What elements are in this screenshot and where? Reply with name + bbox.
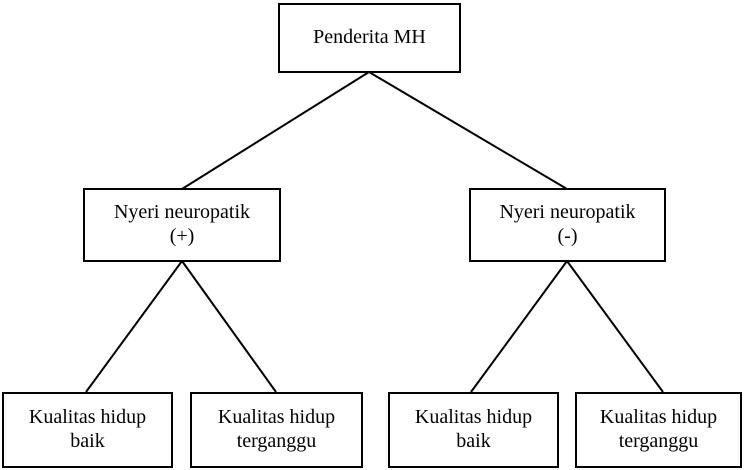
node-kualitas-hidup-baik-2: Kualitas hidup baik — [388, 392, 559, 468]
edge-pain-positive-to-qol-impaired — [181, 260, 277, 393]
node-nyeri-neuropatik-positive: Nyeri neuropatik (+) — [83, 188, 281, 262]
node-kualitas-hidup-terganggu-1-label: Kualitas hidup terganggu — [217, 406, 336, 452]
node-kualitas-hidup-baik-1-label: Kualitas hidup baik — [28, 406, 147, 452]
edge-pain-negative-to-qol-good — [470, 260, 568, 393]
node-nyeri-neuropatik-negative: Nyeri neuropatik (-) — [469, 188, 666, 262]
node-nyeri-neuropatik-negative-label: Nyeri neuropatik (-) — [499, 201, 636, 247]
node-kualitas-hidup-baik-1: Kualitas hidup baik — [2, 392, 173, 468]
edge-root-to-pain-negative — [368, 71, 568, 190]
node-kualitas-hidup-baik-2-label: Kualitas hidup baik — [414, 406, 533, 452]
node-kualitas-hidup-terganggu-2: Kualitas hidup terganggu — [575, 392, 742, 468]
node-kualitas-hidup-terganggu-1: Kualitas hidup terganggu — [190, 392, 363, 468]
edge-pain-negative-to-qol-impaired — [566, 260, 664, 393]
node-nyeri-neuropatik-positive-label: Nyeri neuropatik (+) — [113, 201, 251, 247]
node-kualitas-hidup-terganggu-2-label: Kualitas hidup terganggu — [599, 406, 718, 452]
node-penderita-mh: Penderita MH — [278, 3, 461, 73]
edge-pain-positive-to-qol-good — [85, 260, 183, 393]
edge-root-to-pain-positive — [181, 71, 370, 190]
node-penderita-mh-label: Penderita MH — [313, 26, 426, 49]
